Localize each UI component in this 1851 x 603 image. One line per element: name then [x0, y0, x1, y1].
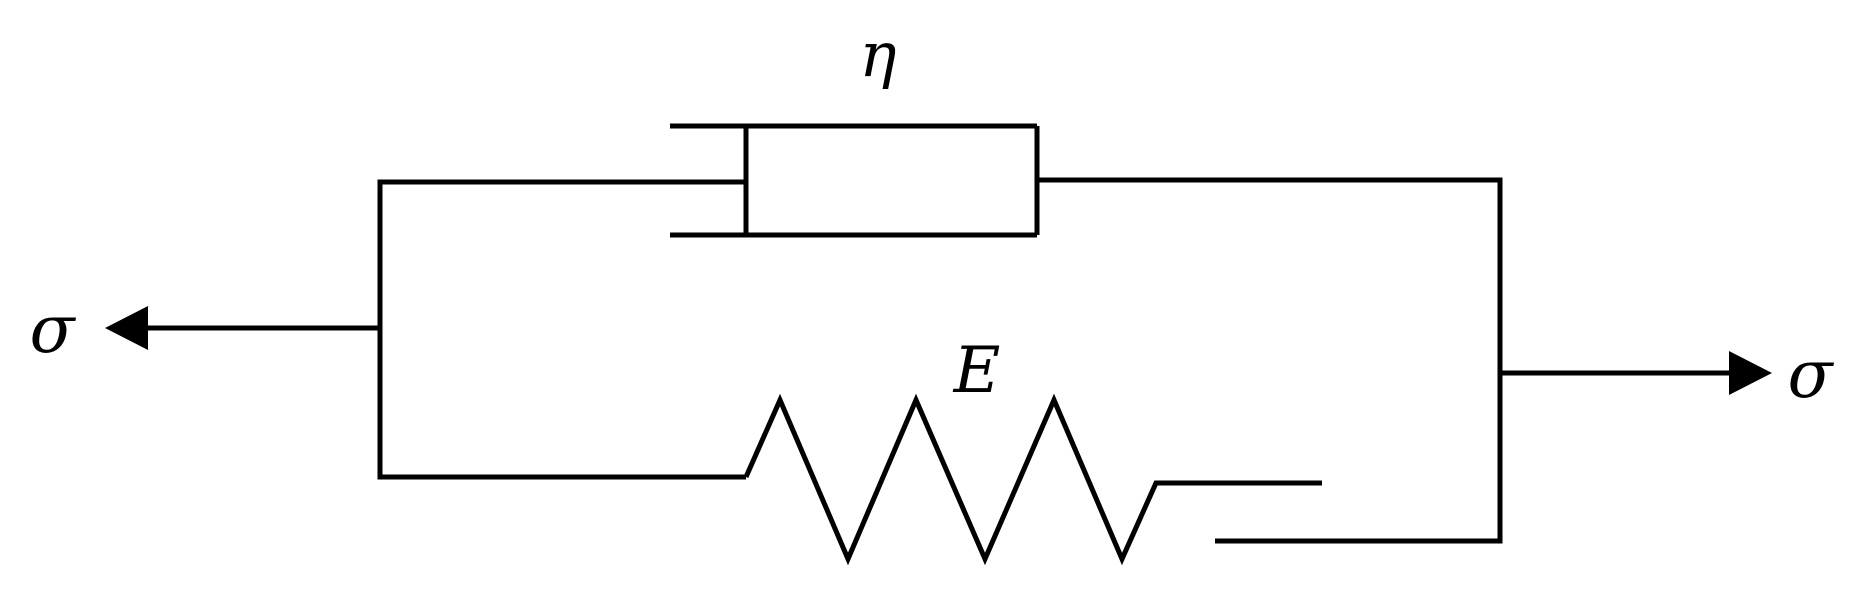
left-frame: [377, 179, 746, 480]
arrow-head-left: [105, 306, 148, 350]
stress-arrow-right: [1500, 351, 1772, 395]
arrow-head-right: [1729, 351, 1772, 395]
stress-label-right: σ: [1787, 336, 1834, 413]
modulus-label: E: [953, 334, 1001, 408]
stress-arrow-left: [105, 306, 380, 350]
right-frame: [1037, 177, 1503, 544]
dashpot: [670, 123, 1040, 238]
spring: [743, 393, 1322, 566]
viscosity-label: η: [859, 18, 896, 91]
stress-label-left: σ: [29, 291, 76, 368]
